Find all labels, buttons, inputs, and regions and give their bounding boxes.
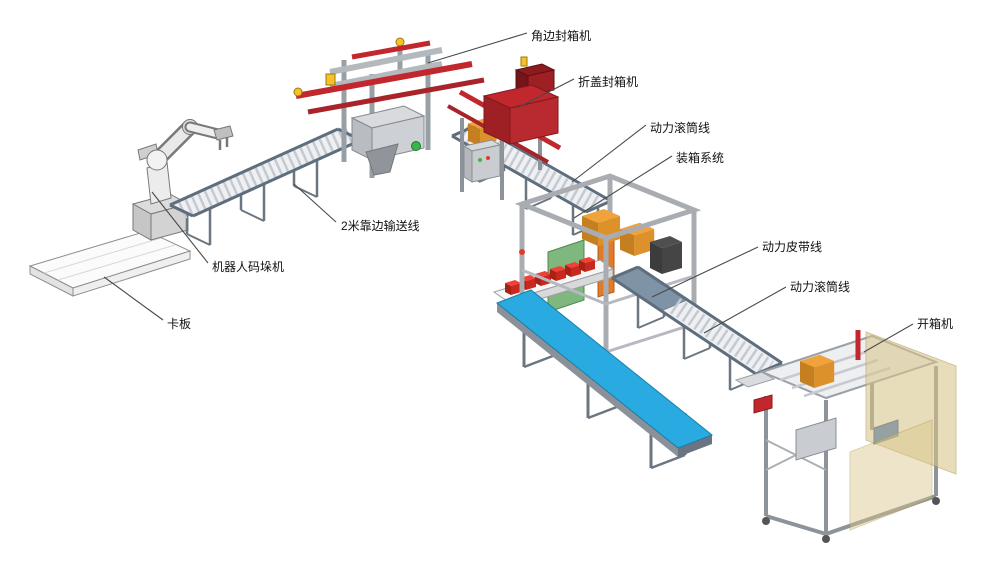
case-erector-machine [734, 330, 957, 543]
carton-in-packer-1 [582, 209, 620, 246]
sealer-red-rail-2 [307, 77, 485, 115]
sealer-red-rail-1 [295, 61, 473, 99]
leader-lines [103, 32, 914, 353]
leader-case-packing-system [573, 155, 673, 219]
conveyor-rollers [460, 122, 603, 215]
control-box-front [463, 145, 473, 183]
amber-guard-panel-upper [865, 331, 957, 475]
pallet [28, 230, 192, 297]
sealer-funnel [365, 143, 399, 176]
erector-inner-box [795, 417, 837, 461]
belt-end-face [678, 435, 712, 457]
edge-conveyor-2m [169, 126, 362, 246]
erector-infeed-plate [734, 371, 776, 388]
leader-power-belt-line [651, 246, 759, 298]
yellow-cap-3 [520, 56, 528, 67]
robot-shoulder-joint [146, 149, 168, 171]
caster-2 [822, 535, 830, 543]
control-box-side [471, 144, 501, 183]
amber-guard-panel-lower [849, 419, 933, 531]
erector-legs [764, 340, 938, 534]
dark-box-top [650, 236, 682, 248]
flat-carton-stack [800, 354, 835, 388]
labels: 角边封箱机 折盖封箱机 动力滚筒线 装箱系统 动力皮带线 动力滚筒线 开箱机 2… [167, 28, 953, 331]
label-case-erector: 开箱机 [917, 316, 953, 331]
sealer-top-beams [329, 47, 443, 89]
start-button [411, 141, 421, 151]
robot-gripper-fingers [218, 137, 229, 150]
caster-1 [762, 517, 770, 525]
yellow-cap-1 [395, 37, 405, 47]
yellow-block [325, 73, 336, 86]
conveyor-rails [611, 265, 783, 376]
sealer-frame-posts [341, 44, 431, 178]
corner-edge-sealer-machine [293, 37, 485, 178]
leader-robot-palletizer [151, 191, 209, 264]
leader-power-roller-line-1 [571, 124, 647, 183]
erector-red-part [753, 394, 773, 414]
label-robot-palletizer: 机器人码垛机 [212, 259, 284, 274]
robot-forearm [186, 123, 222, 138]
conveyor-rails [451, 123, 612, 214]
sealer2-body-side [509, 96, 559, 145]
leader-case-erector [863, 323, 914, 353]
leader-pallet [103, 276, 164, 321]
pallet-deck-lines [43, 237, 176, 281]
label-corner-edge-sealer: 角边封箱机 [531, 28, 591, 43]
label-flap-fold-sealer: 折盖封箱机 [578, 74, 638, 89]
dark-box-side [662, 242, 682, 274]
leader-edge-conveyor-2m [293, 183, 337, 223]
sealer-red-rail-3 [351, 40, 431, 60]
indicator-green [478, 158, 482, 162]
robot-palletizer [131, 119, 234, 241]
infeed-belt-conveyor [496, 289, 713, 470]
leader-power-roller-line-2 [703, 286, 787, 334]
pallet-side-front [72, 250, 191, 297]
cage-top-frame [514, 173, 702, 241]
dark-box-front [650, 242, 662, 274]
label-power-roller-line-2: 动力滚筒线 [790, 279, 850, 294]
label-power-roller-line-1: 动力滚筒线 [650, 120, 710, 135]
yellow-cap-2 [293, 87, 303, 97]
belt-frame-skirt [497, 303, 678, 457]
leader-corner-edge-sealer [427, 32, 528, 64]
caster-3 [932, 497, 940, 505]
robot-gripper [213, 125, 234, 141]
estop-button [519, 249, 525, 255]
belt-surface [496, 289, 713, 449]
indicator-red [486, 156, 490, 160]
conveyor-rollers [177, 126, 354, 219]
leader-flap-fold-sealer [516, 78, 575, 109]
packer-erector-conveyor [610, 265, 783, 391]
label-power-belt-line: 动力皮带线 [762, 240, 822, 254]
label-edge-conveyor-2m: 2米靠边输送线 [341, 218, 420, 233]
case-packing-system [492, 173, 702, 354]
conveyor-rollers [669, 298, 775, 376]
label-pallet: 卡板 [167, 317, 191, 331]
label-case-packing-system: 装箱系统 [676, 150, 724, 165]
conveyor-rails [169, 127, 362, 218]
erector-bottom-beams [765, 494, 937, 536]
flap-fold-sealer-machine [447, 56, 562, 200]
